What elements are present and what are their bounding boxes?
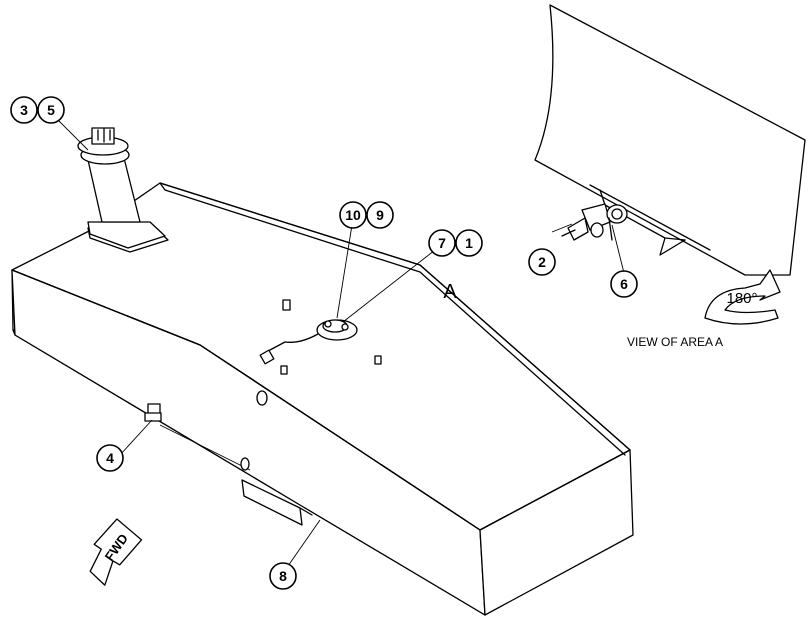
svg-text:9: 9 [376,207,384,223]
fuel-tank [11,182,634,616]
callout-6: 6 [610,270,638,298]
callout-3: 3 [10,96,38,124]
svg-text:1: 1 [465,235,473,251]
callout-8: 8 [269,562,297,590]
svg-text:10: 10 [345,207,361,223]
svg-text:6: 6 [620,276,628,292]
svg-text:4: 4 [106,450,114,466]
callout-9: 9 [366,201,394,229]
callout-1: 1 [455,229,483,257]
callout-7: 7 [428,229,456,257]
svg-text:2: 2 [538,254,546,270]
view-caption: VIEW OF AREA A [627,335,723,349]
filler-neck [77,127,169,253]
svg-text:5: 5 [47,102,55,118]
area-letter: A [443,281,457,303]
svg-text:8: 8 [279,568,287,584]
rotation-arrow-icon [704,269,781,325]
fuel-sender-unit [259,299,382,375]
view-of-area-a [534,4,806,276]
rotation-label: 180° [726,290,757,307]
callout-2: 2 [528,248,556,276]
svg-text:3: 3 [20,102,28,118]
svg-text:7: 7 [438,235,446,251]
forward-arrow-icon [89,518,143,586]
callout-10: 10 [339,201,367,229]
leader-lines [57,119,625,567]
drain-plug [144,403,162,422]
callout-5: 5 [37,96,65,124]
callout-4: 4 [96,444,124,472]
